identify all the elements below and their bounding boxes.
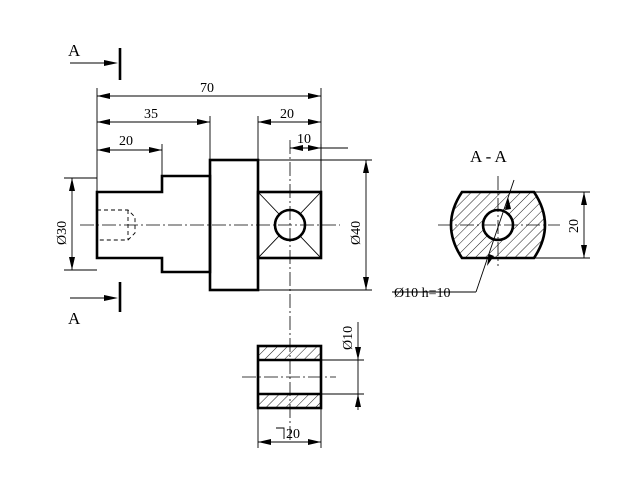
section-view-a-a: A - A 20 Ø10 h=10	[392, 147, 590, 301]
dim-text-dia-30: Ø30	[55, 221, 70, 245]
dim-text-10: 10	[297, 132, 311, 147]
section-title: A - A	[470, 147, 508, 166]
front-view	[80, 140, 340, 440]
dim-text-70: 70	[200, 81, 214, 96]
dimension-20-right: 20	[257, 107, 321, 160]
left-shaft-outline	[95, 174, 212, 274]
dim-text-35: 35	[144, 107, 158, 122]
dimension-overall-length: 70	[96, 81, 322, 192]
dim-text-20-left: 20	[119, 134, 133, 149]
section-marker-top: A	[68, 41, 122, 80]
bottom-dim-text-dia-10: Ø10	[341, 326, 356, 350]
view-direction-arrow-bottom	[104, 295, 118, 301]
section-marker-bottom-label: A	[68, 309, 81, 328]
dim-text-dia-40: Ø40	[349, 221, 364, 245]
dim-text-20-right: 20	[280, 107, 294, 122]
section-dim-text-20: 20	[567, 219, 582, 233]
section-marker-bottom: A	[68, 282, 122, 328]
section-marker-top-label: A	[68, 41, 81, 60]
bottom-dim-text-20: 20	[286, 427, 300, 442]
dimension-dia-40: Ø40	[258, 159, 372, 291]
dimension-dia-30: Ø30	[55, 177, 97, 271]
dimension-20-left: 20	[97, 134, 163, 176]
blind-hole-hidden	[97, 209, 136, 241]
bottom-bottom-hatch	[258, 394, 321, 408]
dimension-10: 10	[290, 132, 348, 192]
dimension-35: 35	[97, 107, 211, 160]
hole-callout: Ø10 h=10	[394, 286, 451, 301]
bottom-top-hatch	[258, 346, 321, 360]
square-symbol-icon	[276, 427, 285, 439]
view-direction-arrow-top	[104, 60, 118, 66]
bottom-view: Ø10 20	[242, 322, 364, 448]
